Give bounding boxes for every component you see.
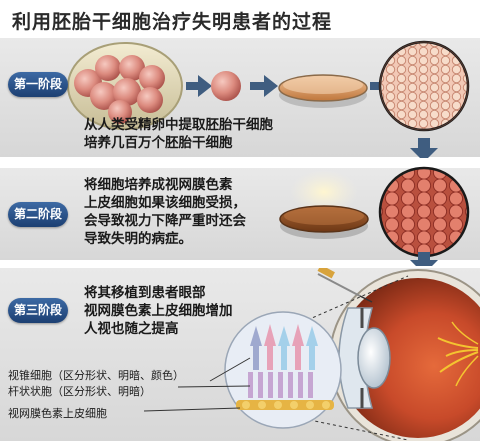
cell xyxy=(139,65,165,91)
stage3-line: 将其移植到患者眼部 xyxy=(84,285,206,301)
cell xyxy=(137,87,163,113)
stage1-text: 从人类受精卵中提取胚胎干细胞 培养几百万个胚胎干细胞 xyxy=(84,116,273,152)
rod-label: 杆状状胞（区分形状、明暗） xyxy=(8,385,151,398)
stage3-line: 视网膜色素上皮细胞增加 xyxy=(84,303,233,319)
arrow-down-icon xyxy=(410,138,438,158)
stage3-illustration xyxy=(143,268,480,441)
rod-cells xyxy=(248,372,313,398)
cell xyxy=(119,55,145,81)
stage3-text: 将其移植到患者眼部 视网膜色素上皮细胞增加 人视也随之提高 xyxy=(84,284,233,338)
stage2-illustration xyxy=(279,166,470,266)
stage2-badge: 第二阶段 xyxy=(8,202,68,227)
rpe-label: 视网膜色素上皮细胞 xyxy=(8,407,107,420)
stage1-line: 培养几百万个胚胎干细胞 xyxy=(84,135,233,151)
stage1-badge: 第一阶段 xyxy=(8,72,68,97)
cone-cells xyxy=(250,324,318,370)
cell xyxy=(113,78,141,106)
stage1-illustration xyxy=(67,40,470,158)
arrow-right-icon xyxy=(186,75,212,97)
cell xyxy=(95,55,121,81)
stage2-line: 会导致视力下降严重时还会 xyxy=(84,213,246,229)
cell xyxy=(90,82,118,110)
cone-label: 视锥细胞（区分形状、明暗、颜色） xyxy=(8,369,184,382)
page-title: 利用胚胎干细胞治疗失明患者的过程 xyxy=(12,11,333,33)
stage3-line: 人视也随之提高 xyxy=(84,321,179,337)
rpe-layer xyxy=(236,400,334,410)
extracted-cell xyxy=(211,71,241,101)
stage1-line: 从人类受精卵中提取胚胎干细胞 xyxy=(84,117,273,133)
arrow-right-icon xyxy=(250,75,278,97)
stage2-line: 将细胞培养成视网膜色素 xyxy=(84,177,233,193)
stage2-text: 将细胞培养成视网膜色素 上皮细胞如果该细胞受损， 会导致视力下降严重时还会 导致… xyxy=(84,176,246,248)
stage3-badge: 第三阶段 xyxy=(8,298,68,323)
stage2-line: 上皮细胞如果该细胞受损， xyxy=(84,195,246,211)
stage2-line: 导致失明的病症。 xyxy=(84,231,192,247)
cell xyxy=(108,100,132,124)
arrow-down-icon xyxy=(410,252,438,266)
